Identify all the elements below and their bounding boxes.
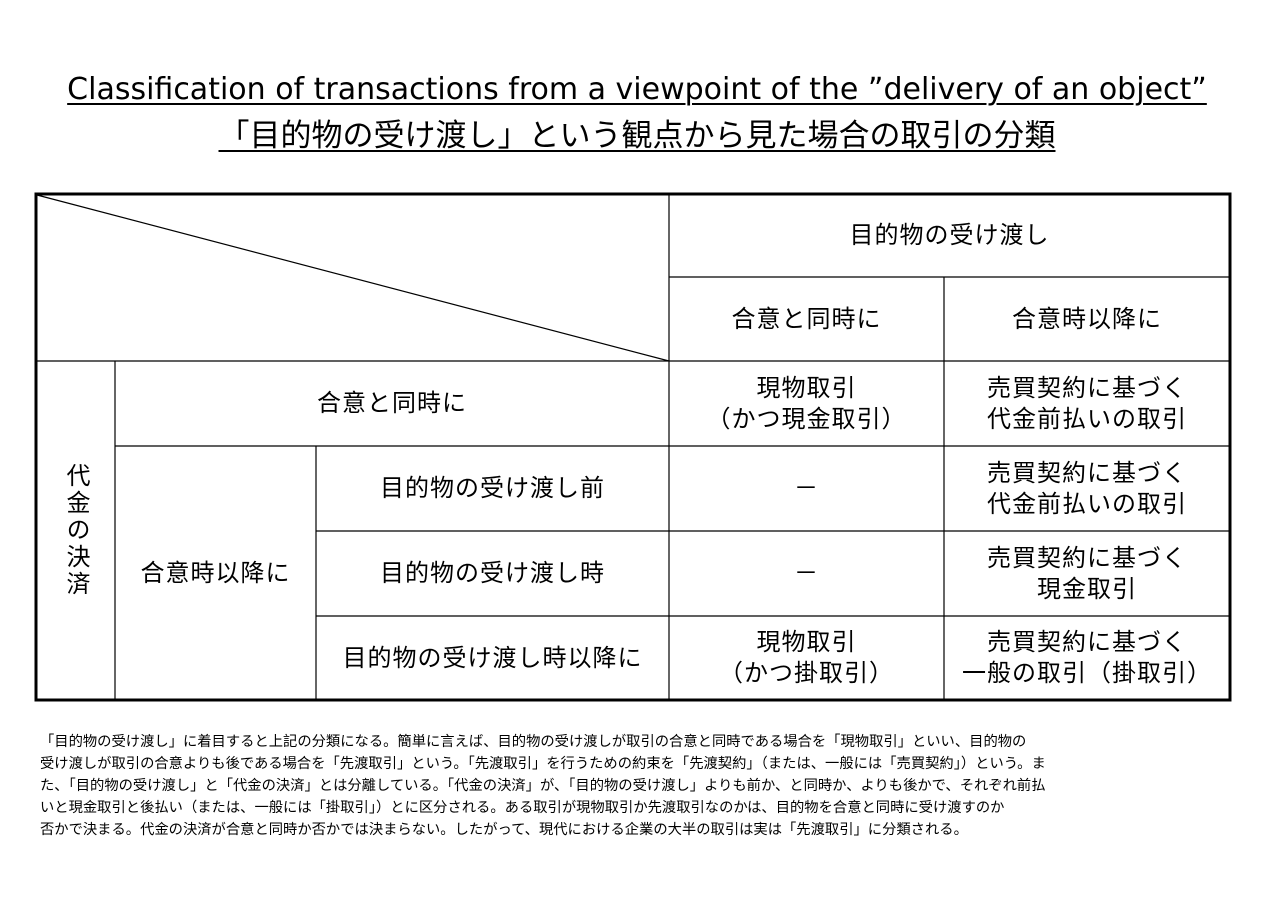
cell-line: 一般の取引（掛取引）: [962, 659, 1212, 687]
column-header-simultaneous: 合意と同時に: [669, 277, 944, 361]
cell-line: 代金前払いの取引: [987, 489, 1187, 518]
cell-line: 売買契約に基づく: [987, 543, 1187, 572]
cell-line: －: [794, 559, 819, 587]
cell-line: 現物取引: [756, 628, 857, 656]
note-line: 受け渡しが取引の合意よりも後である場合を「先渡取引」という。「先渡取引」を行うた…: [40, 756, 1046, 772]
table-cell: －: [669, 446, 944, 531]
note-line: いと現金取引と後払い（または、一般には「掛取引」）とに区分される。ある取引が現物…: [40, 800, 1005, 816]
row-label-text: 目的物の受け渡し時以降に: [342, 643, 643, 672]
cell-line: －: [794, 474, 819, 502]
row-label-before-delivery: 目的物の受け渡し前: [316, 446, 669, 531]
note-line: 「目的物の受け渡し」に着目すると上記の分類になる。簡単に言えば、目的物の受け渡し…: [40, 734, 1027, 750]
row-subgroup-header-text: 合意時以降に: [140, 558, 291, 587]
english-title: Classification of transactions from a vi…: [0, 70, 1274, 110]
explanatory-note: 「目的物の受け渡し」に着目すると上記の分類になる。簡単に言えば、目的物の受け渡し…: [40, 731, 1240, 841]
row-group-header: 代金の決済: [36, 361, 115, 700]
japanese-title: 「目的物の受け渡し」という観点から見た場合の取引の分類: [0, 115, 1274, 157]
corner-diagonal-line: [36, 194, 670, 362]
row-label-text: 合意と同時に: [317, 389, 467, 417]
cell-line: （かつ掛取引）: [719, 659, 894, 687]
table-cell: －: [669, 531, 944, 616]
table-cell: 売買契約に基づく 現金取引: [944, 531, 1230, 616]
english-title-text: Classification of transactions from a vi…: [67, 72, 1207, 107]
table-cell: 売買契約に基づく 一般の取引（掛取引）: [944, 616, 1230, 700]
table-cell: 売買契約に基づく 代金前払いの取引: [944, 361, 1230, 446]
cell-line: 現物取引: [756, 373, 857, 402]
cell-line: 売買契約に基づく: [987, 373, 1187, 402]
table-cell: 売買契約に基づく 代金前払いの取引: [944, 446, 1230, 531]
note-line: 否かで決まる。代金の決済が合意と同時か否かでは決まらない。したがって、現代におけ…: [40, 822, 968, 838]
column-header-after-agreement-text: 合意時以降に: [1012, 304, 1162, 333]
row-label-text: 目的物の受け渡し時: [380, 559, 605, 587]
column-group-header: 目的物の受け渡し: [669, 194, 1230, 277]
column-header-simultaneous-text: 合意と同時に: [731, 304, 882, 333]
cell-line: 売買契約に基づく: [987, 628, 1187, 656]
cell-line: 代金前払いの取引: [987, 404, 1187, 433]
japanese-title-text: 「目的物の受け渡し」という観点から見た場合の取引の分類: [218, 118, 1056, 154]
column-group-header-text: 目的物の受け渡し: [849, 221, 1050, 249]
note-line: た、「目的物の受け渡し」と「代金の決済」とは分離している。「代金の決済」が、「目…: [40, 778, 1046, 794]
column-header-after-agreement: 合意時以降に: [944, 277, 1230, 361]
row-group-header-text: 代金の決済: [62, 463, 90, 598]
row-label-text: 目的物の受け渡し前: [380, 474, 605, 502]
row-label-simultaneous: 合意と同時に: [115, 361, 669, 446]
cell-line: 現金取引: [1037, 574, 1137, 603]
row-label-after-delivery: 目的物の受け渡し時以降に: [316, 616, 669, 700]
row-label-at-delivery: 目的物の受け渡し時: [316, 531, 669, 616]
cell-line: （かつ現金取引）: [706, 404, 907, 433]
table-cell: 現物取引 （かつ現金取引）: [669, 361, 944, 446]
table-cell: 現物取引 （かつ掛取引）: [669, 616, 944, 700]
cell-line: 売買契約に基づく: [987, 458, 1187, 487]
row-subgroup-header: 合意時以降に: [115, 446, 316, 700]
